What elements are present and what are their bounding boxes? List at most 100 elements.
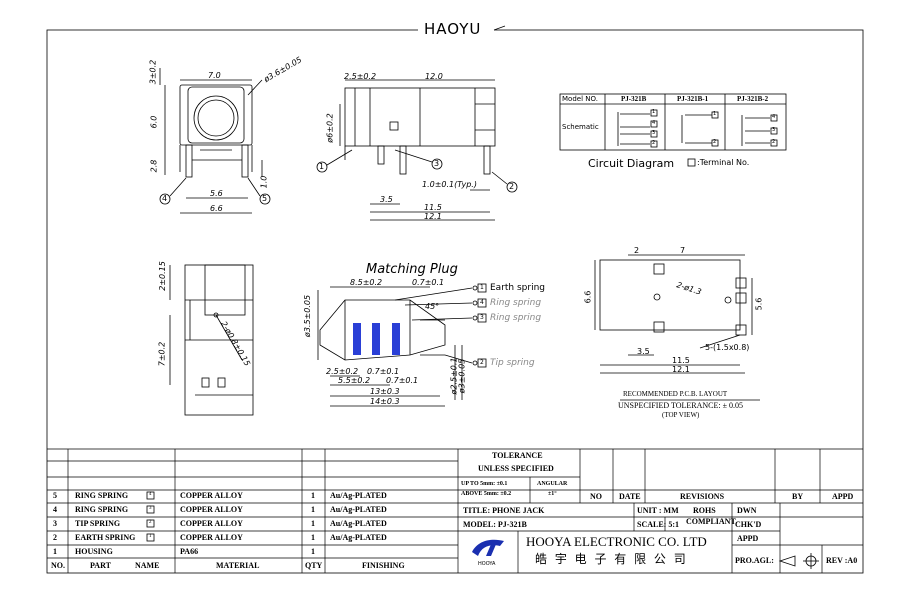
note-line-3: (TOP VIEW) [662, 411, 700, 419]
bom-row-3-finishing: Au/Ag-PLATED [330, 533, 387, 542]
bom-row-1-part: RING SPRING [75, 505, 129, 514]
hooya-logo-icon [472, 539, 504, 556]
bom-row-2-no: 3 [53, 519, 57, 528]
dim-front-top: 3±0.2 [148, 59, 158, 85]
dim-plug-55: 5.5±0.2 [338, 376, 371, 385]
schem-hdr-model: Model NO. [562, 95, 598, 103]
plug-title: Matching Plug [366, 262, 458, 277]
dim-plug-07b: 0.7±0.1 [367, 367, 400, 376]
tb-rev-appd: APPD [832, 492, 854, 501]
tb-tol1: TOLERANCE [492, 451, 543, 460]
bom-pin-boxes [146, 491, 155, 542]
plug-label-ring-a: Ring spring [490, 298, 542, 308]
plug-label-num-0: 1 [480, 284, 484, 291]
dim-pcb-slot: 5-(1.5x0.8) [705, 343, 750, 352]
dim-pcb-7: 7 [680, 246, 686, 255]
dim-pcb-56: 5.6 [754, 297, 764, 311]
bom-row-3-pin: 1 [149, 534, 152, 539]
bom-row-4-qty: 1 [311, 547, 315, 556]
plug-label-num-2: 3 [480, 314, 484, 321]
schem-c-pin-0: 4 [772, 114, 776, 120]
bom-row-3-no: 2 [53, 533, 57, 542]
dim-plug-dia3: ø3±0.05 [457, 358, 467, 394]
tb-rev-no: NO [590, 492, 602, 501]
bom-row-1-no: 4 [53, 505, 57, 514]
tb-scale: SCALE: 5:1 [637, 520, 680, 529]
dim-pcb-2: 2 [634, 246, 640, 255]
bom-hdr-name: NAME [135, 561, 160, 570]
circuit-caption: Circuit Diagram [588, 157, 675, 170]
plug-label-num-1: 4 [480, 299, 484, 306]
tb-tol2: UNLESS SPECIFIED [478, 464, 554, 473]
dim-side-115: 11.5 [424, 203, 442, 212]
dim-plug-07c: 0.7±0.1 [386, 376, 419, 385]
bom-row-2-material: COPPER ALLOY [180, 519, 243, 528]
schem-a-pin-0: 1 [652, 109, 656, 115]
dim-pcb-35: 3.5 [637, 347, 650, 356]
bom-row-0-no: 5 [53, 491, 57, 500]
tb-rev: REV :A0 [826, 556, 858, 565]
dim-pcb-115: 11.5 [672, 356, 690, 365]
tb-unit: UNIT : MM [637, 506, 679, 515]
plug-bands [353, 323, 400, 355]
dim-side-121: 12.1 [424, 212, 442, 221]
schem-row-label: Schematic [562, 123, 599, 131]
bom-row-2-pin: 2 [149, 520, 152, 525]
dim-pcb-121: 12.1 [672, 365, 690, 374]
pcb-layout [594, 254, 753, 374]
tb-tol4: ABOVE 5mm: ±0.2 [461, 491, 512, 497]
dim-front-length: 7.0 [208, 71, 221, 80]
bom-row-3-qty: 1 [311, 533, 315, 542]
sheet-border [46, 29, 864, 574]
tb-company-cn: 皓 宇 电 子 有 限 公 司 [535, 552, 688, 566]
dim-front-height: 6.0 [149, 115, 159, 129]
bom-row-1-qty: 1 [311, 505, 315, 514]
dim-side-25: 2.5±0.2 [344, 72, 377, 81]
plug-drawing [317, 283, 487, 407]
dim-plug-07a: 0.7±0.1 [412, 278, 445, 287]
callout-5: 5 [262, 194, 268, 203]
schem-c-pin-1: 3 [772, 127, 776, 133]
tb-title: TITLE: PHONE JACK [463, 506, 545, 515]
callout-2: 2 [509, 182, 515, 191]
dim-plug-14: 14±0.3 [370, 397, 400, 406]
schem-a-pin-1: 4 [652, 120, 656, 126]
bom-row-2-finishing: Au/Ag-PLATED [330, 519, 387, 528]
plug-label-earth: Earth spring [490, 283, 546, 293]
tb-rev-revisions: REVISIONS [680, 492, 725, 501]
bom-row-0-finishing: Au/Ag-PLATED [330, 491, 387, 500]
tb-rev-by: BY [792, 492, 804, 501]
schematic-table [559, 93, 787, 151]
tb-ang2: ±1° [548, 491, 557, 497]
note-line-2: UNSPECIFIED TOLERANCE: ± 0.05 [618, 401, 743, 410]
bom-row-4-material: PA66 [180, 547, 199, 556]
bom-hdr-qty: QTY [305, 561, 323, 570]
callout-1: 1 [319, 162, 325, 171]
bom-row-1-material: COPPER ALLOY [180, 505, 243, 514]
dim-bottom-2: 2±0.15 [157, 261, 167, 291]
bom-row-0-pin: 4 [149, 492, 152, 497]
dim-front-66: 6.6 [210, 204, 223, 213]
bom-row-0-material: COPPER ALLOY [180, 491, 243, 500]
dim-plug-85: 8.5±0.2 [350, 278, 383, 287]
tb-chkd: CHK'D [735, 520, 762, 529]
bom-hdr-material: MATERIAL [216, 561, 260, 570]
schem-b-pin-1: 2 [713, 139, 717, 145]
side-view [316, 79, 518, 221]
plug-label-tip: Tip spring [490, 358, 535, 368]
dim-plug-dia35: ø3.5±0.05 [303, 294, 313, 338]
dim-front-10: 1.0 [259, 175, 269, 189]
bom-hdr-part: PART [90, 561, 111, 570]
bom-row-3-material: COPPER ALLOY [180, 533, 243, 542]
bom-row-4-part: HOUSING [75, 547, 113, 556]
plug-label-ring-b: Ring spring [490, 313, 542, 323]
callout-3: 3 [434, 159, 440, 168]
dim-plug-13: 13±0.3 [370, 387, 400, 396]
tb-logo-text: HOOYA [478, 561, 496, 567]
circuit-caption-small: :Terminal No. [697, 158, 750, 167]
bom-grid [47, 448, 863, 573]
schem-a-pin-3: 2 [652, 140, 656, 146]
dim-plug-45: 45° [425, 302, 440, 311]
tb-compliant: COMPLIANT [686, 517, 736, 526]
